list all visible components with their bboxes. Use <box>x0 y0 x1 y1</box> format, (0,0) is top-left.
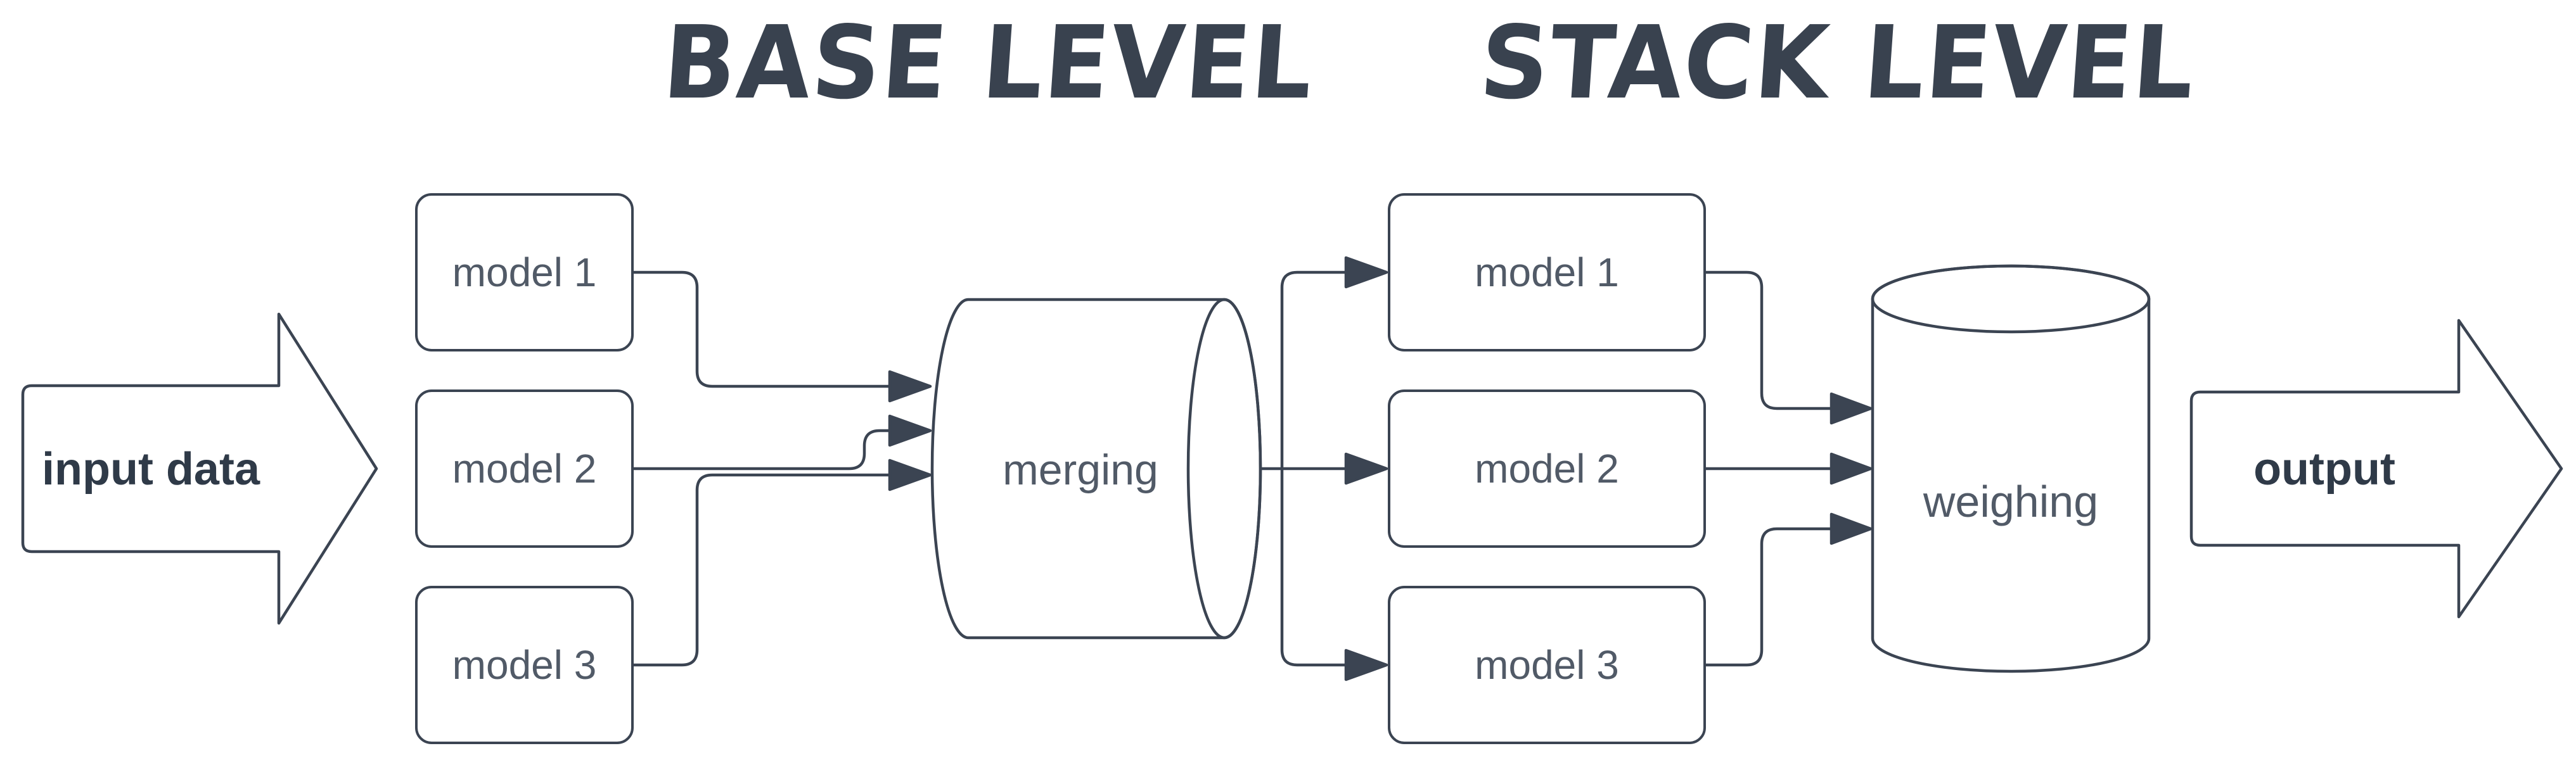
stack-model-3-box: model 3 <box>1388 586 1706 744</box>
base-model-3-box: model 3 <box>415 586 634 744</box>
stack-model-3-label: model 3 <box>1475 642 1619 688</box>
arrowhead-icon <box>888 370 932 403</box>
stack-model-1-box: model 1 <box>1388 193 1706 351</box>
merging-cylinder-rim <box>1186 298 1262 640</box>
arrowhead-icon <box>1344 256 1388 289</box>
connector-stack-model3-to-weighing <box>1706 527 1831 667</box>
base-model-2-label: model 2 <box>452 446 597 491</box>
input-arrow-shape <box>21 312 378 625</box>
connector-stack-model1-to-weighing <box>1706 270 1831 410</box>
base-model-1-label: model 1 <box>452 250 597 295</box>
stack-model-1-label: model 1 <box>1475 250 1619 295</box>
stack-model-2-box: model 2 <box>1388 389 1706 548</box>
connector-merging-branch-to-stack-models <box>1280 270 1346 667</box>
base-model-3-label: model 3 <box>452 642 597 688</box>
base-level-header: BASE LEVEL <box>659 4 1318 122</box>
arrowhead-icon <box>888 414 932 447</box>
output-arrow-shape <box>2189 319 2563 619</box>
base-model-1-box: model 1 <box>415 193 634 351</box>
arrowhead-icon <box>1344 649 1388 681</box>
weighing-cylinder-body <box>1871 264 2151 673</box>
stack-model-2-label: model 2 <box>1475 446 1619 491</box>
stack-level-header: STACK LEVEL <box>1476 4 2200 122</box>
input-data-label: input data <box>42 444 260 495</box>
connector-base-model3-to-merging <box>634 473 890 667</box>
arrowhead-icon <box>1829 452 1873 485</box>
arrowhead-icon <box>1829 512 1873 545</box>
arrowhead-icon <box>1344 452 1388 485</box>
arrowhead-icon <box>1829 392 1873 425</box>
merging-node-label: merging <box>1003 446 1158 494</box>
arrowhead-icon <box>888 459 932 491</box>
weighing-node-label: weighing <box>1923 477 2099 526</box>
output-label: output <box>2253 444 2395 495</box>
connector-base-model2-to-merging <box>634 429 890 471</box>
connector-base-model1-to-merging <box>634 270 890 388</box>
base-model-2-box: model 2 <box>415 389 634 548</box>
weighing-cylinder-rim <box>1871 264 2151 334</box>
